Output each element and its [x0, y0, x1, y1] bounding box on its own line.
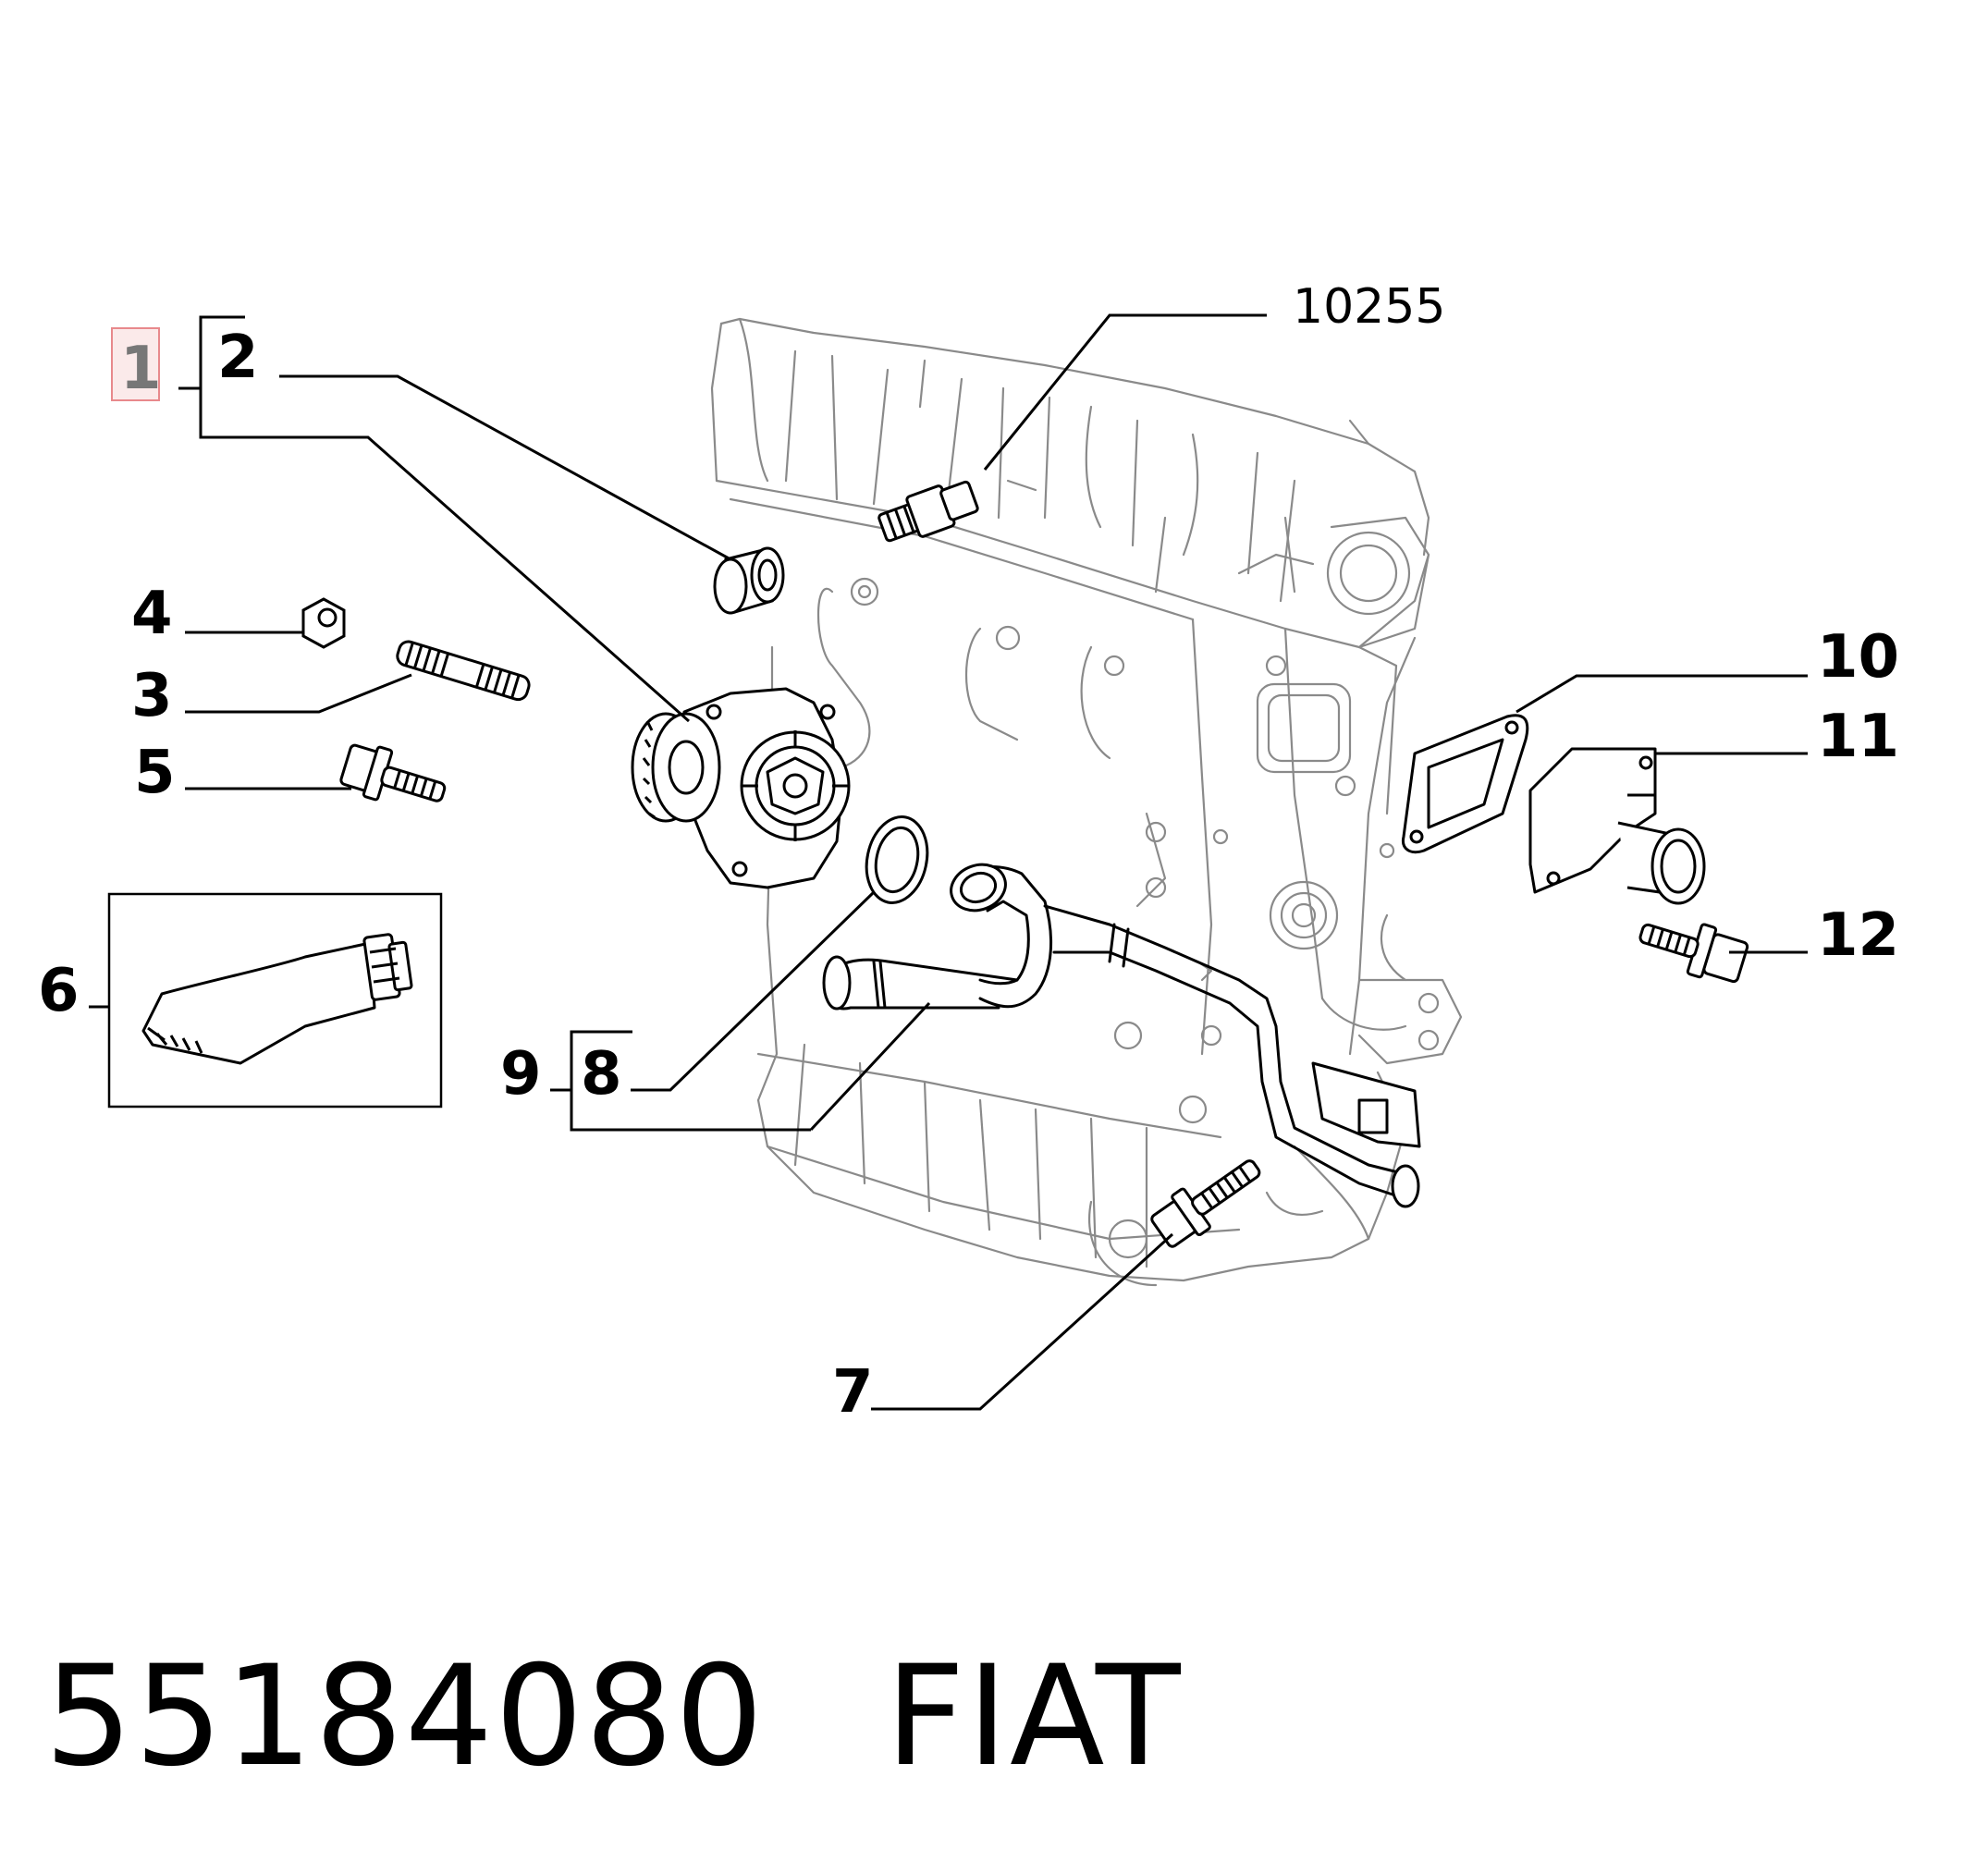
sealant-box-frame	[107, 892, 443, 1109]
callout-10[interactable]: 10	[1817, 623, 1899, 692]
stud	[396, 640, 531, 702]
lower-bolt	[1150, 1159, 1261, 1248]
o-ring-seal	[865, 815, 929, 904]
callout-12[interactable]: 12	[1817, 901, 1899, 970]
pump-bushing	[713, 546, 785, 615]
callout-4[interactable]: 4	[131, 580, 173, 648]
callout-8[interactable]: 8	[581, 1040, 622, 1109]
housing-bolt	[1638, 923, 1749, 984]
brand-name: FIAT	[885, 1636, 1183, 1797]
callout-6[interactable]: 6	[38, 957, 80, 1025]
callout-10255[interactable]: 10255	[1293, 279, 1445, 335]
coolant-pipe	[822, 863, 1421, 1208]
nut	[301, 597, 346, 649]
leader-lines	[89, 313, 1808, 1411]
caption: 55184080 FIAT	[44, 1636, 1183, 1797]
water-pump	[631, 687, 851, 889]
callout-1[interactable]: 1	[120, 335, 162, 403]
callout-2[interactable]: 2	[217, 324, 259, 392]
thermostat-housing	[1528, 747, 1706, 905]
flange-bolt	[339, 743, 447, 802]
callout-7[interactable]: 7	[832, 1358, 874, 1427]
engine-block-illustration	[710, 317, 1463, 1287]
callout-3[interactable]: 3	[131, 662, 173, 730]
sealant-tube	[141, 933, 413, 1065]
temperature-sensor	[877, 480, 979, 543]
thermostat-gasket	[1401, 714, 1529, 854]
callout-5[interactable]: 5	[134, 739, 176, 807]
part-number: 55184080	[44, 1636, 766, 1797]
callout-9[interactable]: 9	[500, 1040, 542, 1109]
highlight-box	[111, 327, 160, 401]
callout-11[interactable]: 11	[1817, 703, 1899, 771]
